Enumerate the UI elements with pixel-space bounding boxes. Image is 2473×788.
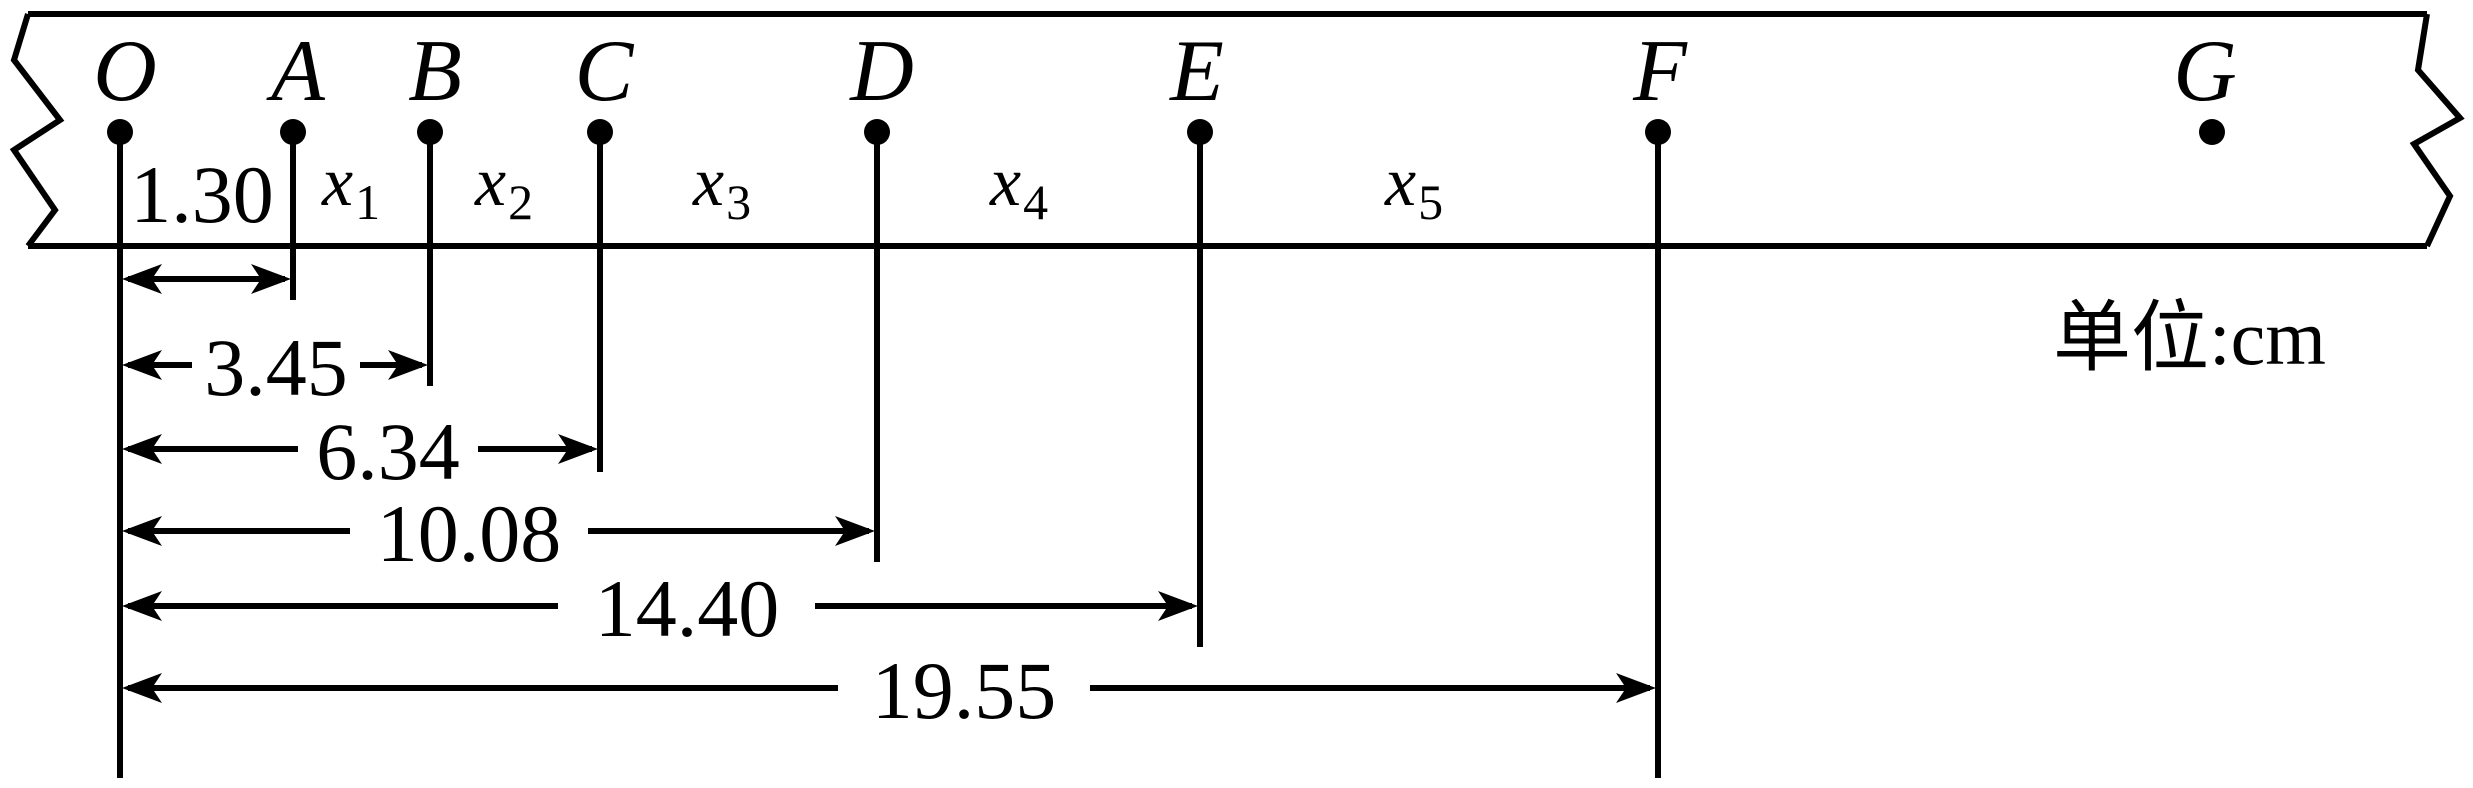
point-dot-D: [864, 119, 890, 145]
segment-x3-var: x: [692, 144, 724, 221]
point-dot-G: [2199, 119, 2225, 145]
segment-label-x2: x2: [474, 144, 533, 230]
dimension-arrow-OD: [122, 516, 875, 546]
segment-x4-sub: 4: [1023, 174, 1048, 230]
segment-x5-var: x: [1384, 144, 1416, 221]
distance-label-OD: 10.08: [377, 488, 562, 579]
tape-left-torn-edge: [9, 13, 65, 248]
segment-x3-sub: 3: [726, 174, 751, 230]
point-label-C: C: [575, 23, 635, 120]
tape-right-torn-edge: [2409, 13, 2465, 248]
point-dot-O: [107, 119, 133, 145]
distance-label-OA: 1.30: [130, 149, 274, 240]
point-dot-C: [587, 119, 613, 145]
segment-x5-sub: 5: [1418, 174, 1443, 230]
distance-label-OC: 6.34: [316, 406, 460, 497]
segment-x4-var: x: [989, 144, 1021, 221]
segment-label-x1: x1: [321, 144, 380, 230]
distance-label-OF: 19.55: [872, 645, 1057, 736]
segment-x2-var: x: [474, 144, 506, 221]
paper-tape: [9, 11, 2465, 249]
dimension-arrows: [122, 264, 1656, 703]
point-label-O: O: [93, 23, 157, 120]
point-dot-F: [1645, 119, 1671, 145]
distance-label-OB: 3.45: [204, 322, 348, 413]
segment-label-x4: x4: [989, 144, 1048, 230]
point-label-E: E: [1168, 23, 1224, 120]
segment-labels: x1 x2 x3 x4 x5: [321, 144, 1443, 230]
distance-labels: 1.30 3.45 6.34 10.08 14.40 19.55: [130, 149, 1056, 736]
segment-label-x5: x5: [1384, 144, 1443, 230]
segment-label-x3: x3: [692, 144, 751, 230]
dimension-arrow-OB: [122, 350, 428, 380]
point-label-B: B: [408, 23, 462, 120]
dimension-arrow-OA: [122, 264, 291, 294]
segment-x2-sub: 2: [508, 174, 533, 230]
segment-x1-sub: 1: [355, 174, 380, 230]
point-dots: [107, 119, 2225, 145]
distance-label-OE: 14.40: [595, 563, 780, 654]
dimension-arrow-OC: [122, 434, 598, 464]
point-label-F: F: [1632, 23, 1688, 120]
point-dot-A: [280, 119, 306, 145]
segment-x1-var: x: [321, 144, 353, 221]
dimension-arrow-OE: [122, 591, 1198, 621]
point-label-D: D: [849, 23, 914, 120]
point-dot-E: [1187, 119, 1213, 145]
point-dot-B: [417, 119, 443, 145]
tick-lines: [117, 130, 1661, 778]
point-label-A: A: [266, 23, 326, 120]
point-label-G: G: [2173, 23, 2237, 120]
dimension-arrow-OF: [122, 673, 1656, 703]
unit-label: 单位:cm: [2053, 294, 2326, 381]
point-labels: O A B C D E F G: [93, 23, 2237, 120]
